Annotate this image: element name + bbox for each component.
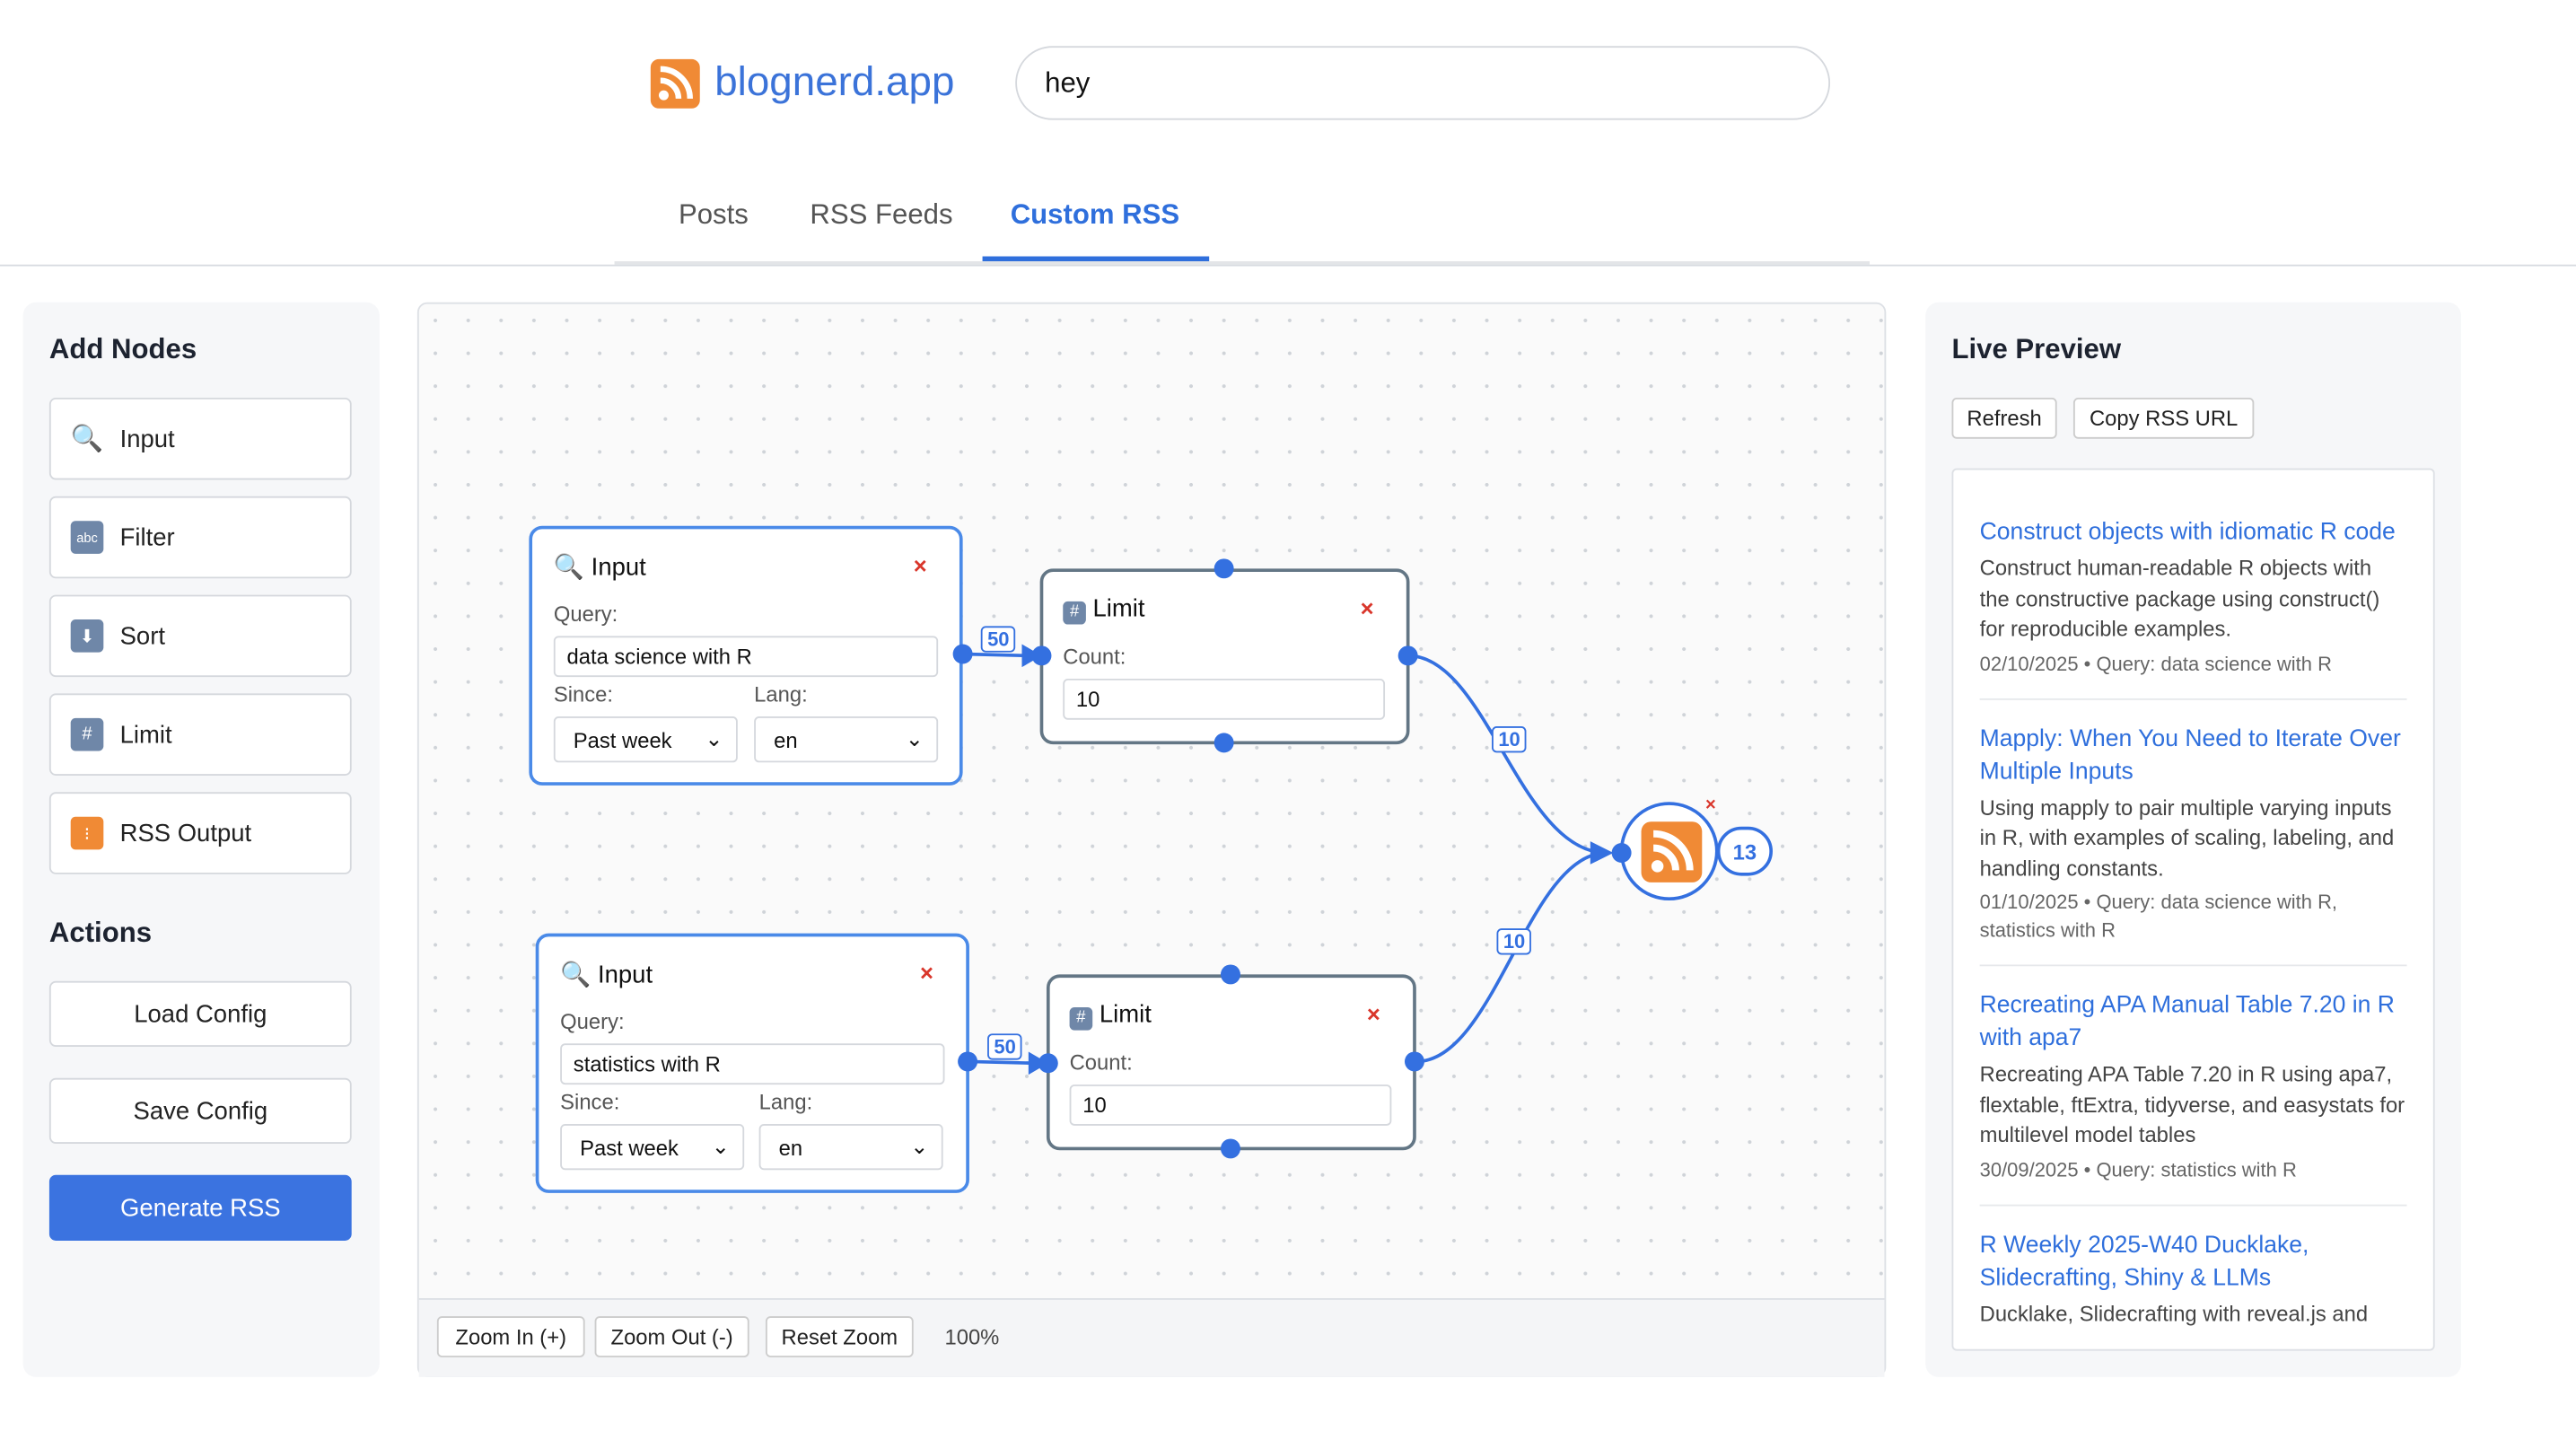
label: Input <box>119 425 175 453</box>
delete-node-icon[interactable]: × <box>913 552 927 579</box>
add-sort-node-button[interactable]: ⬇ Sort <box>48 594 352 678</box>
tab-custom-rss[interactable]: Custom RSS <box>1010 198 1180 231</box>
since-label: Since: <box>553 681 613 707</box>
count-input[interactable]: 10 <box>1063 678 1386 720</box>
zoom-level: 100% <box>944 1324 1000 1349</box>
post-description: Recreating APA Table 7.20 in R using apa… <box>1979 1061 2405 1147</box>
copy-rss-url-button[interactable]: Copy RSS URL <box>2072 397 2255 439</box>
reset-zoom-button[interactable]: Reset Zoom <box>765 1316 914 1357</box>
abc-icon: abc <box>70 521 104 554</box>
label: RSS Output <box>119 819 252 847</box>
post-description: Construct human-readable R objects with … <box>1979 555 2380 641</box>
hash-icon: # <box>1063 601 1086 624</box>
zoom-in-button[interactable]: Zoom In (+) <box>436 1316 585 1357</box>
lang-select[interactable]: en⌄ <box>758 1123 943 1171</box>
chevron-down-icon: ⌄ <box>910 1133 929 1159</box>
lang-select[interactable]: en⌄ <box>754 716 939 763</box>
list-item: Mapply: When You Need to Iterate Over Mu… <box>1979 699 2407 967</box>
since-select[interactable]: Past week⌄ <box>560 1123 745 1171</box>
query-label: Query: <box>560 1008 625 1034</box>
preview-list[interactable]: Construct objects with idiomatic R code … <box>1951 468 2435 1351</box>
label: Filter <box>119 522 175 552</box>
hash-icon: # <box>70 717 104 751</box>
query-label: Query: <box>553 601 618 627</box>
generate-rss-button[interactable]: Generate RSS <box>48 1174 352 1241</box>
post-title-link[interactable]: R Weekly 2025-W40 Ducklake, Slidecraftin… <box>1979 1231 2309 1291</box>
post-meta: 02/10/2025 • Query: data science with R <box>1979 651 2332 675</box>
search-input[interactable] <box>1015 46 1831 120</box>
list-item: R Weekly 2025-W40 Ducklake, Slidecraftin… <box>1980 1206 2407 1349</box>
zoom-out-button[interactable]: Zoom Out (-) <box>594 1316 749 1357</box>
actions-heading: Actions <box>48 917 153 949</box>
hash-icon: # <box>1069 1006 1093 1030</box>
brand-name[interactable]: blognerd.app <box>714 58 955 106</box>
add-rss-output-node-button[interactable]: ⁝ RSS Output <box>48 792 352 874</box>
lang-label: Lang: <box>754 681 808 707</box>
output-count-badge: 13 <box>1716 826 1774 876</box>
save-config-button[interactable]: Save Config <box>48 1077 352 1144</box>
load-config-button[interactable]: Load Config <box>48 980 352 1047</box>
since-label: Since: <box>560 1089 620 1115</box>
post-meta: 01/10/2025 • Query: data science with R,… <box>1979 891 2338 942</box>
list-item: Recreating APA Manual Table 7.20 in R wi… <box>1979 966 2407 1206</box>
edge-count-label: 10 <box>1496 928 1532 955</box>
query-input[interactable]: data science with R <box>553 636 939 678</box>
add-input-node-button[interactable]: 🔍 Input <box>48 397 352 480</box>
delete-node-icon[interactable]: × <box>1704 795 1716 815</box>
refresh-button[interactable]: Refresh <box>1951 397 2057 439</box>
lang-label: Lang: <box>758 1089 813 1115</box>
count-label: Count: <box>1063 644 1126 669</box>
down-arrow-icon: ⬇ <box>70 619 104 653</box>
add-limit-node-button[interactable]: # Limit <box>48 693 352 776</box>
post-description: Using mapply to pair multiple varying in… <box>1979 794 2395 881</box>
label: Limit <box>119 720 172 749</box>
query-input[interactable]: statistics with R <box>560 1043 945 1085</box>
chevron-down-icon: ⌄ <box>711 1133 730 1159</box>
chevron-down-icon: ⌄ <box>705 726 723 751</box>
limit-node-title: # Limit <box>1063 595 1145 624</box>
chevron-down-icon: ⌄ <box>905 726 924 751</box>
edge-count-label: 50 <box>980 626 1016 653</box>
tab-posts[interactable]: Posts <box>678 198 749 231</box>
since-select[interactable]: Past week⌄ <box>553 716 738 763</box>
rss-icon <box>1641 821 1703 882</box>
edge-count-label: 50 <box>987 1033 1023 1060</box>
rss-logo-icon <box>650 58 700 109</box>
post-meta: 30/09/2025 • Query: statistics with R <box>1979 1157 2297 1181</box>
input-node-title: 🔍 Input <box>553 553 646 582</box>
post-title-link[interactable]: Construct objects with idiomatic R code <box>1979 519 2396 546</box>
list-item: Construct objects with idiomatic R code … <box>1979 470 2407 699</box>
delete-node-icon[interactable]: × <box>1366 1000 1380 1027</box>
tab-rss-feeds[interactable]: RSS Feeds <box>810 198 953 231</box>
count-input[interactable]: 10 <box>1069 1084 1392 1126</box>
limit-node-title: # Limit <box>1069 1001 1152 1030</box>
magnifier-icon: 🔍 <box>70 426 104 454</box>
post-title-link[interactable]: Mapply: When You Need to Iterate Over Mu… <box>1979 725 2401 786</box>
header-divider <box>0 264 2576 267</box>
count-label: Count: <box>1069 1049 1133 1076</box>
rss-icon: ⁝ <box>70 816 104 850</box>
post-title-link[interactable]: Recreating APA Manual Table 7.20 in R wi… <box>1979 992 2395 1052</box>
live-preview-heading: Live Preview <box>1951 333 2122 365</box>
magnifier-icon: 🔍 <box>553 553 585 582</box>
add-filter-node-button[interactable]: abc Filter <box>48 496 352 579</box>
tabs-divider <box>614 261 1870 265</box>
magnifier-icon: 🔍 <box>560 961 591 989</box>
label: Sort <box>119 621 165 650</box>
input-node-title: 🔍 Input <box>560 961 653 989</box>
post-description: Ducklake, Slidecrafting with reveal.js a… <box>1979 1300 2369 1326</box>
edge-count-label: 10 <box>1492 726 1528 753</box>
delete-node-icon[interactable]: × <box>1360 594 1374 621</box>
add-nodes-heading: Add Nodes <box>48 333 197 365</box>
delete-node-icon[interactable]: × <box>920 959 934 987</box>
active-tab-indicator <box>982 256 1210 262</box>
